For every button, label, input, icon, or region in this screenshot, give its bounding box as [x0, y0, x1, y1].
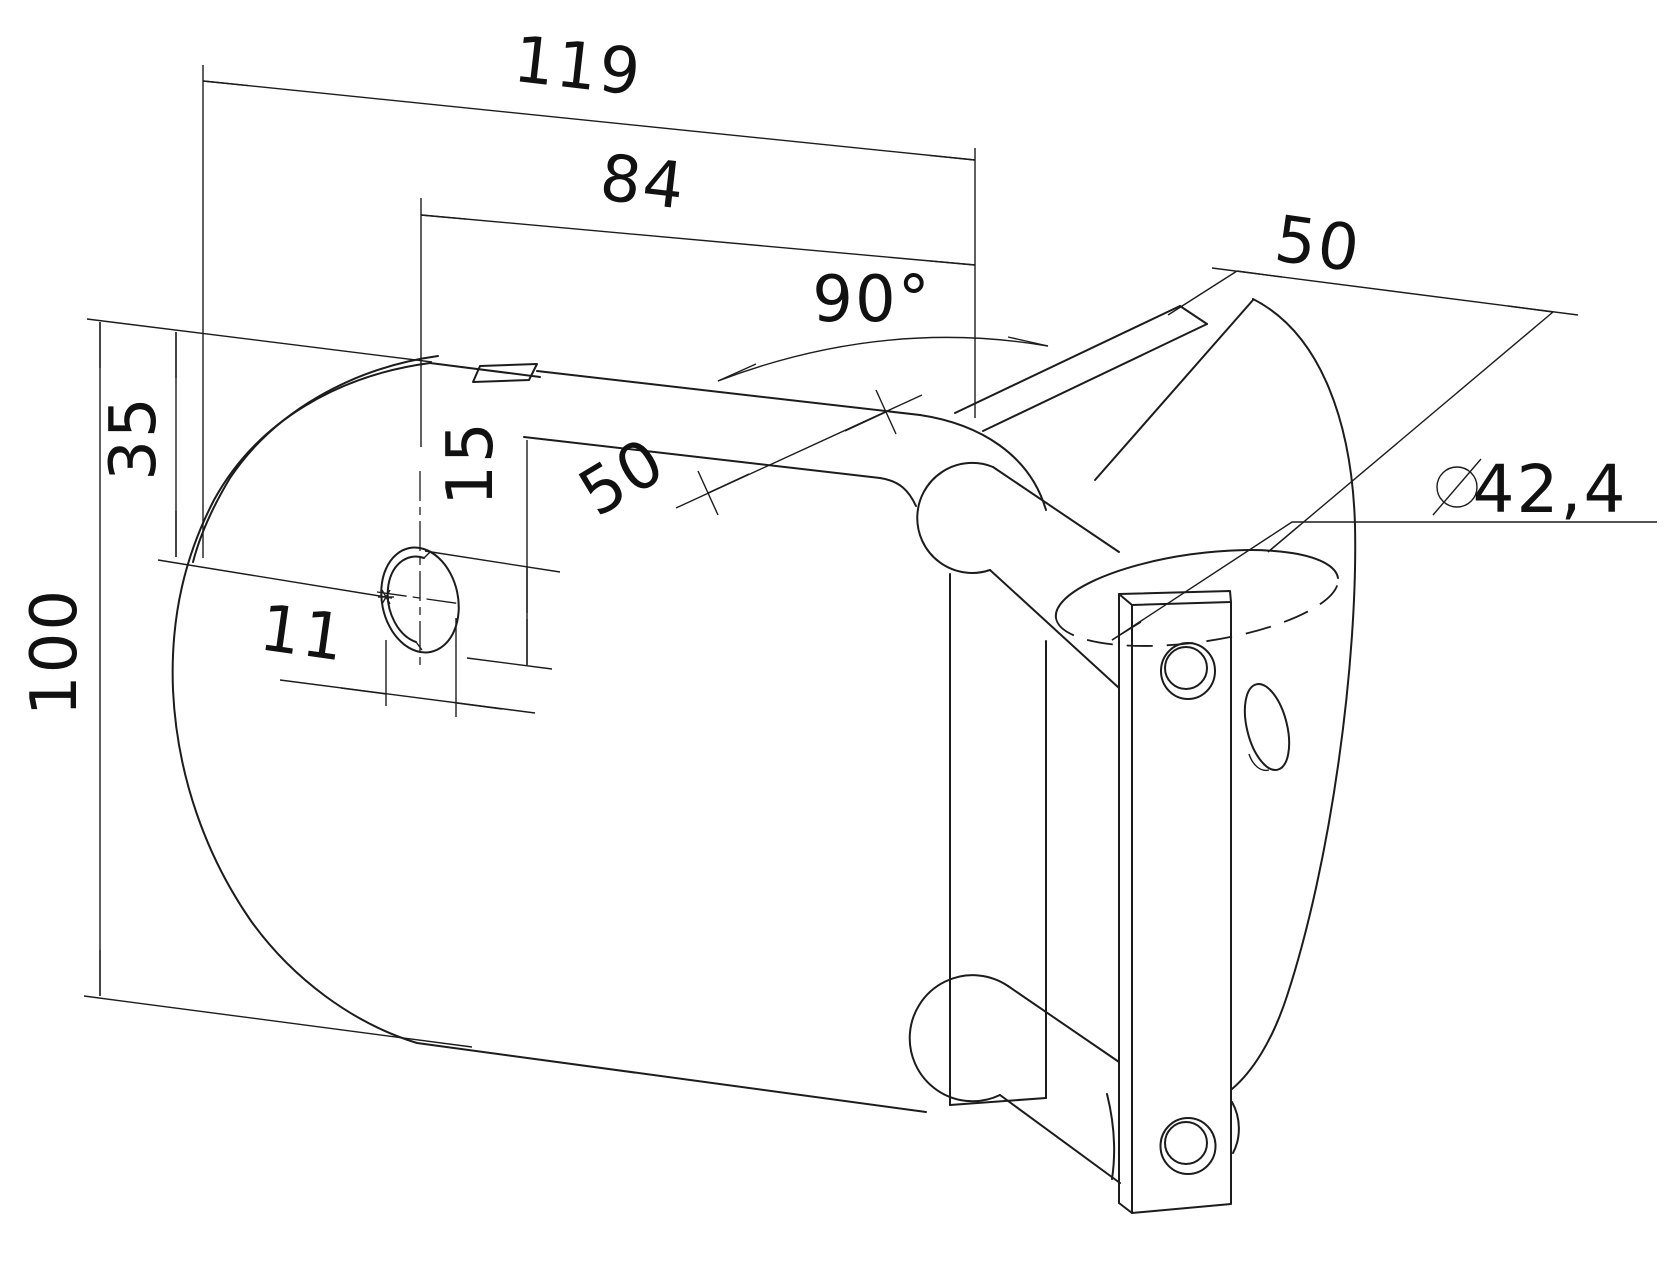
disc-slot-depth-edge: [1248, 753, 1270, 772]
wall-plate-back-edge: [192, 355, 439, 563]
dim-90-arc: [717, 336, 1049, 382]
tube-hidden-edge: [1055, 577, 1340, 647]
tube-top-edge: [1054, 549, 1339, 619]
upper-boss-top-edge: [992, 466, 1120, 553]
dim-15-ext-bottom: [466, 657, 553, 670]
lower-boss-sliver-left: [1106, 1093, 1116, 1180]
slot-centerline-horizontal: [376, 591, 463, 605]
dim-arm-width: 50: [567, 389, 923, 532]
upper-boss-end-cap: [916, 462, 994, 574]
disc-slot-hole: [1243, 683, 1291, 771]
arm-leg-bottom-edge: [949, 1097, 1047, 1106]
dim-119-arrow-right: [929, 154, 976, 160]
bent-arm: [472, 305, 1208, 1106]
dim-50side-arrow-right: [844, 411, 887, 432]
dim-50top-arrow-left: [1236, 271, 1283, 278]
dim-84-line: [420, 214, 976, 266]
wall-plate-outline: [171, 362, 927, 1113]
strap-top-face: [1118, 590, 1232, 606]
dim-50top-arrow-right: [1507, 305, 1554, 312]
dim-42-arrow: [1111, 621, 1142, 641]
arm-top-face-edge-1: [954, 305, 1181, 414]
dim-label-11: 11: [255, 591, 350, 676]
dim-35-ext-bottom: [157, 559, 393, 599]
arm-top-face-end-cap: [1179, 305, 1208, 325]
dim-overall-length: 119: [202, 23, 976, 558]
tube-phantom: [1054, 549, 1340, 647]
dim-slot-width: 11: [255, 591, 536, 717]
strap-bottom-face: [1118, 1202, 1232, 1214]
bend-outer-radius: [919, 414, 1047, 511]
lower-boss-bottom-edge: [999, 1094, 1121, 1184]
slot-hole-inner-wall: [386, 555, 425, 643]
bend-inner-radius: [879, 477, 917, 507]
clamp-bosses: [908, 462, 1240, 1184]
dim-plate-height: 100: [18, 322, 473, 1048]
strap-hole-bottom-outer: [1159, 1117, 1217, 1175]
dim-slot-center-length: 84: [420, 141, 976, 447]
dim-label-35: 35: [97, 395, 171, 480]
arm-top-face-edge-2: [982, 323, 1208, 432]
arm-bottom-edge: [523, 436, 881, 479]
dim-label-100: 100: [18, 588, 92, 716]
mounting-strap: [1118, 590, 1232, 1214]
slot-hole: [380, 546, 460, 654]
arm-top-edge: [536, 370, 921, 416]
strap-hole-bottom-inner: [1164, 1121, 1208, 1165]
strap-hole-top-outer: [1160, 642, 1216, 700]
dim-label-15: 15: [434, 420, 508, 505]
dim-slot-center-offset: 35: [86, 318, 433, 599]
lower-boss-end-cap: [908, 974, 1009, 1103]
dim-50side-arrow-left: [707, 473, 750, 494]
dim-11-arrow-left: [340, 687, 387, 694]
lower-boss-top-edge: [1007, 985, 1120, 1063]
dim-slot-length: 15: [424, 420, 561, 670]
strap-hole-top-inner: [1164, 646, 1208, 690]
dim-90-arrow-left: [717, 363, 757, 382]
dim-35-100-ext-top: [86, 318, 433, 363]
diameter-symbol: [1432, 458, 1482, 516]
dim-bend-angle: 90°: [717, 263, 1049, 382]
dim-50top-ext-left: [1167, 270, 1238, 316]
arm-root-joint: [472, 363, 538, 383]
lower-boss-sliver-right: [1231, 1101, 1240, 1154]
dim-label-90: 90°: [812, 263, 931, 337]
dim-label-84: 84: [596, 141, 689, 224]
dim-100-ext-bottom: [83, 995, 473, 1048]
dim-90-arrow-right: [1007, 336, 1049, 347]
slot-hole-edge-tick-bottom: [415, 641, 423, 651]
dim-42-leader: [1111, 521, 1657, 641]
dim-label-42: 42,4: [1473, 451, 1628, 528]
dim-84-arrow-right: [929, 260, 976, 265]
disc-left-edge: [1094, 299, 1254, 481]
dim-label-119: 119: [510, 23, 646, 111]
dim-label-50-top: 50: [1270, 202, 1365, 287]
dim-label-50-side: 50: [567, 424, 678, 531]
dim-11-arrow-right: [456, 703, 503, 710]
dim-119-arrow-left: [202, 81, 249, 87]
dim-84-arrow-left: [420, 215, 467, 220]
disc-outline: [1231, 298, 1357, 1090]
round-disc: [1094, 298, 1357, 1090]
dim-tube-diameter: 42,4: [1111, 451, 1657, 641]
dim-15-ext-top: [424, 550, 561, 573]
dim-50top-ext-arrow: [1267, 524, 1301, 553]
dim-50top-ext-right: [1267, 311, 1554, 553]
dim-disc-depth: 50: [1167, 202, 1579, 553]
dim-119-line: [202, 80, 976, 161]
upper-boss-bottom-edge: [989, 569, 1120, 689]
